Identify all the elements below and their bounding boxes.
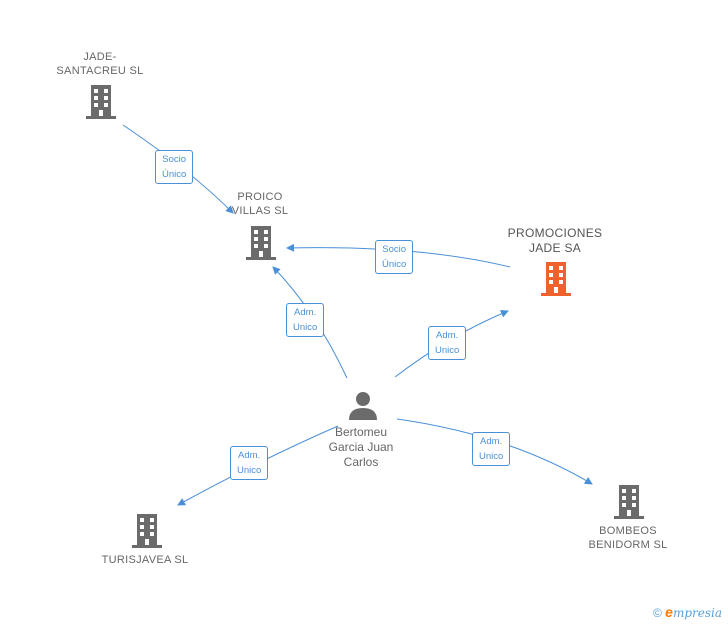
edge-label-line: Socio xyxy=(382,244,407,255)
label-line: SANTACREU SL xyxy=(56,65,144,77)
edge-label-line: Adm. xyxy=(480,436,503,447)
node-label-promociones-jade[interactable]: PROMOCIONES JADE SA xyxy=(490,226,620,256)
building-icon[interactable] xyxy=(614,485,644,519)
label-line: BOMBEOS xyxy=(599,525,657,537)
node-label-person[interactable]: Bertomeu Garcia Juan Carlos xyxy=(311,425,411,470)
label-line: VILLAS SL xyxy=(231,205,289,217)
brand-footer[interactable]: © empresia xyxy=(653,604,722,620)
building-icon[interactable] xyxy=(541,262,571,296)
label-line: BENIDORM SL xyxy=(588,539,668,551)
label-line: TURISJAVEA SL xyxy=(101,554,189,566)
edge-label-line: Único xyxy=(162,169,187,180)
edge-label-line: Adm. xyxy=(294,307,317,318)
label-line: Bertomeu xyxy=(334,425,388,439)
label-line: PROMOCIONES xyxy=(507,226,603,240)
edge-label-person-to-turisjavea: Adm. Unico xyxy=(230,446,269,480)
building-icon[interactable] xyxy=(132,514,162,548)
edge-label-jade-to-proico: Socio Único xyxy=(155,150,194,184)
building-icon[interactable] xyxy=(86,85,116,119)
label-line: Carlos xyxy=(343,455,379,469)
person-icon[interactable] xyxy=(348,391,378,421)
label-line: PROICO xyxy=(237,191,283,203)
edge-label-person-to-proico: Adm. Unico xyxy=(286,303,325,337)
brand-name: mpresia xyxy=(672,606,722,620)
label-line: Garcia Juan xyxy=(328,440,394,454)
edge-label-line: Adm. xyxy=(238,450,261,461)
edge-label-line: Único xyxy=(382,259,407,270)
edge-label-line: Socio xyxy=(162,154,187,165)
node-label-bombeos-benidorm[interactable]: BOMBEOS BENIDORM SL xyxy=(578,524,678,552)
building-icon[interactable] xyxy=(246,226,276,260)
brand-initial: e xyxy=(665,604,673,620)
label-line: JADE- xyxy=(83,51,117,63)
label-line: JADE SA xyxy=(528,241,582,255)
edge-label-person-to-promociones: Adm. Unico xyxy=(428,326,467,360)
edge-label-promociones-to-proico: Socio Único xyxy=(375,240,414,274)
edge-label-line: Unico xyxy=(435,345,460,356)
edge-label-person-to-bombeos: Adm. Unico xyxy=(472,432,511,466)
edge-label-line: Unico xyxy=(237,465,262,476)
edge-label-line: Unico xyxy=(479,451,504,462)
node-label-jade-santacreu[interactable]: JADE- SANTACREU SL xyxy=(40,50,160,78)
copyright-symbol: © xyxy=(652,606,662,620)
edge-label-line: Adm. xyxy=(436,330,459,341)
node-label-turisjavea[interactable]: TURISJAVEA SL xyxy=(85,553,205,567)
node-label-proico-villas[interactable]: PROICO VILLAS SL xyxy=(210,190,310,218)
edge-label-line: Unico xyxy=(293,322,318,333)
